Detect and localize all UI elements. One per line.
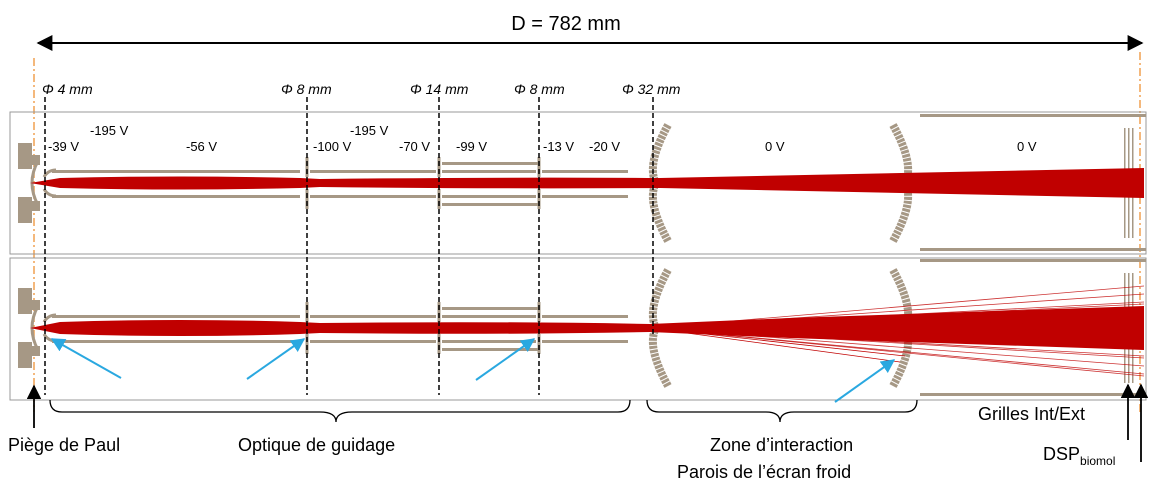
upper-simulation-panel [9,111,1147,255]
lens-electrode [542,170,628,173]
voltage-label: 0 V [765,139,785,154]
diameter-label: Φ 32 mm [622,81,681,97]
lens-electrode [42,188,57,198]
voltage-label: -39 V [48,139,79,154]
blue-indicator-arrows [50,338,896,403]
dimension-label: D = 782 mm [511,13,620,35]
lens-electrode [52,170,300,173]
paul-trap-electrode [18,342,40,368]
aperture-plate [437,334,441,354]
dsp-label: DSPbiomol [1043,444,1115,468]
lens-electrode [42,168,57,178]
lens-electrode [52,315,300,318]
aperture-plate [537,189,541,209]
lens-electrode [442,170,536,173]
ion-trajectory [649,321,1145,329]
lens-electrode [542,315,628,318]
upper-panel-geometry [18,114,1146,251]
lens-electrode [310,170,436,173]
lens-electrode [442,195,536,198]
lower-simulation-panel [9,257,1147,401]
ion-trajectory [649,327,906,357]
lens-electrode [42,313,57,323]
voltage-label: -13 V [543,139,574,154]
lower-panel-geometry [18,259,1146,396]
paul-trap-electrode [18,288,40,314]
aperture-plate [305,189,309,209]
voltage-label: -100 V [313,139,352,154]
dsp-main-text: DSP [1043,444,1080,464]
ion-trajectory [649,285,1145,329]
ion-beam [30,306,1144,350]
interaction-zone-label: Zone d’interaction [710,435,853,455]
ion-trajectory [649,311,1145,329]
lens-electrode [442,307,538,310]
diameter-label: Φ 8 mm [281,81,332,97]
voltage-labels: -195 V -195 V -39 V -56 V -100 V -70 V -… [48,123,1037,154]
lens-electrode [310,340,436,343]
aperture-plate [537,334,541,354]
cold-screen-walls-label: Parois de l’écran froid [677,462,851,482]
voltage-label: -195 V [350,123,389,138]
ion-beam [30,168,1144,198]
voltage-label: -56 V [186,139,217,154]
voltage-label: -20 V [589,139,620,154]
dsp-subscript: biomol [1080,454,1115,468]
ion-trajectory [649,327,1145,367]
lens-electrode [52,195,300,198]
ion-trajectory [649,327,1145,341]
lens-electrode [310,195,436,198]
voltage-label: 0 V [1017,139,1037,154]
ion-trajectory [649,327,1145,377]
aperture-plate [305,334,309,354]
ion-trajectory [649,327,1145,359]
lens-electrode [442,203,538,206]
voltage-label: -99 V [456,139,487,154]
drift-tube-wall [920,114,1146,117]
lens-electrode [52,340,300,343]
guiding-optics-label: Optique de guidage [238,435,395,455]
aperture-plate [537,302,541,322]
aperture-plate [437,302,441,322]
lens-electrode [442,162,538,165]
ion-trajectory [649,327,1145,349]
paul-trap-electrode [18,197,40,223]
ion-trajectory [649,303,1145,329]
lens-electrode [442,315,536,318]
lens-electrode [542,195,628,198]
drift-tube-wall [920,393,1146,396]
ion-trajectory [649,327,1145,331]
aperture-plate [305,157,309,177]
paul-trap-label: Piège de Paul [8,435,120,455]
drift-tube-wall [920,248,1146,251]
diameter-label: Φ 8 mm [514,81,565,97]
aperture-lines [44,97,654,395]
aperture-plate [437,189,441,209]
lens-electrode [542,340,628,343]
diameter-label: Φ 14 mm [410,81,469,97]
aperture-plate [305,302,309,322]
ion-trajectory [649,327,901,363]
ion-trajectory [649,293,1145,329]
voltage-label: -70 V [399,139,430,154]
lens-electrode [442,340,536,343]
voltage-label: -195 V [90,123,129,138]
aperture-plate [537,157,541,177]
total-length-dimension: D = 782 mm [36,13,1144,51]
drift-tube-wall [920,259,1146,262]
diameter-labels: Φ 4 mm Φ 8 mm Φ 14 mm Φ 8 mm Φ 32 mm [42,81,681,97]
lens-electrode [442,348,538,351]
braces [49,399,918,423]
paul-trap-electrode [18,143,40,169]
diameter-label: Φ 4 mm [42,81,93,97]
aperture-plate [437,157,441,177]
grids-label: Grilles Int/Ext [978,404,1085,424]
lens-electrode [310,315,436,318]
